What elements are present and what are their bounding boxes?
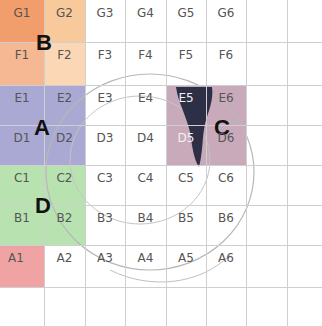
cell-label: C3: [97, 172, 113, 184]
cell-label: D1: [14, 132, 31, 144]
cell-label: C2: [56, 172, 72, 184]
cell-label: F3: [98, 49, 113, 61]
cell-label: G3: [97, 7, 114, 19]
cell-label: D4: [137, 132, 154, 144]
cell-label: B5: [178, 212, 194, 224]
cell-label: C4: [137, 172, 153, 184]
cell-label: D3: [97, 132, 114, 144]
cell-label: E3: [97, 92, 112, 104]
cell-label: A6: [218, 252, 234, 264]
cell-label: A5: [178, 252, 194, 264]
cell-label: E1: [14, 92, 29, 104]
cell-label: B1: [14, 212, 30, 224]
region-box: A: [0, 85, 85, 165]
cell-label: F6: [219, 49, 234, 61]
cell-label: F2: [57, 49, 72, 61]
highlighted-cell: A1: [0, 245, 44, 287]
cell-label: C1: [14, 172, 30, 184]
cell-label: A2: [57, 252, 73, 264]
cell-label: E5: [178, 92, 193, 104]
region-letter: B: [36, 32, 52, 54]
region-box: C: [166, 85, 246, 165]
cell-label: E6: [218, 92, 233, 104]
cell-label: F1: [15, 49, 30, 61]
cell-label: B4: [138, 212, 154, 224]
cell-label: G4: [137, 7, 154, 19]
cell-label: E4: [138, 92, 153, 104]
cell-label: F4: [138, 49, 153, 61]
cell-label: A4: [138, 252, 154, 264]
cell-label: C5: [178, 172, 194, 184]
cell-label: D5: [178, 132, 195, 144]
region-letter: D: [35, 195, 51, 217]
region-letter: A: [34, 117, 50, 139]
cell-label: G5: [178, 7, 195, 19]
cell-label: C6: [218, 172, 234, 184]
cell-label: D6: [218, 132, 235, 144]
cell-label: A3: [97, 252, 113, 264]
cell-label: E2: [57, 92, 72, 104]
cell-label: G1: [14, 7, 31, 19]
cell-label: B2: [57, 212, 73, 224]
cell-label: G6: [218, 7, 235, 19]
cell-label: D2: [56, 132, 73, 144]
cell-label: B6: [218, 212, 234, 224]
cell-label: G2: [56, 7, 73, 19]
cell-label: F5: [179, 49, 194, 61]
cell-label: B3: [97, 212, 113, 224]
cell-label: A1: [8, 252, 24, 264]
